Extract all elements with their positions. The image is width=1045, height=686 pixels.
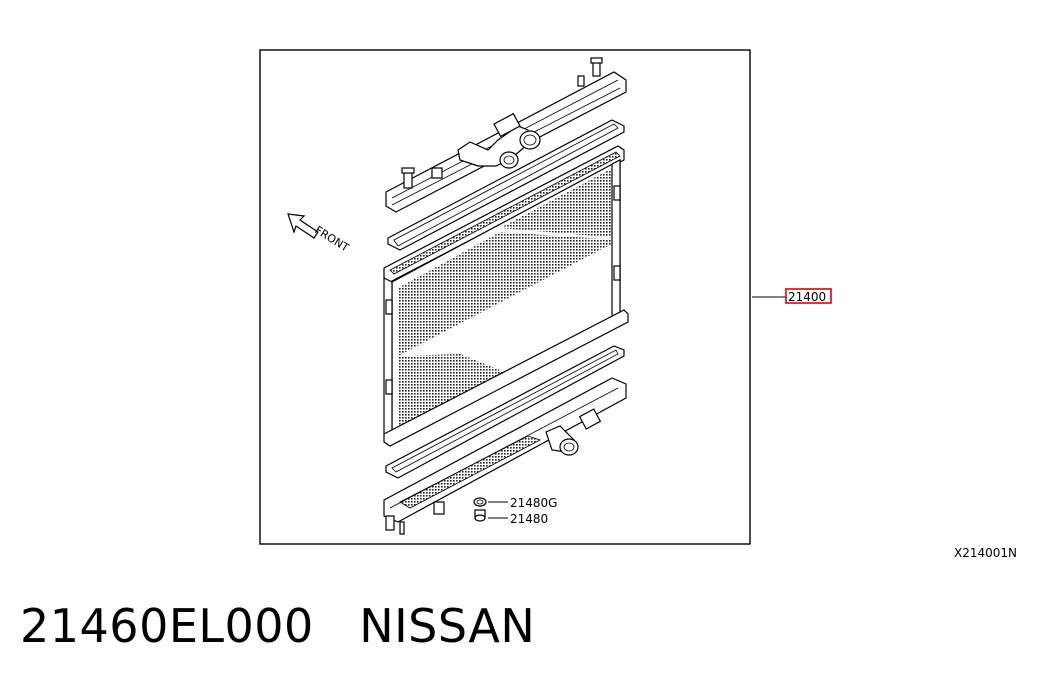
callout-highlight-box xyxy=(785,288,832,304)
part-number: 21460EL000 xyxy=(20,599,314,653)
figure-code: X214001N xyxy=(954,546,1017,560)
upper-tank xyxy=(385,57,627,213)
diagram-frame xyxy=(259,49,751,545)
front-arrow-icon xyxy=(287,213,319,239)
callout-drain-packing[interactable]: 21480G xyxy=(510,496,557,510)
upper-gasket xyxy=(387,119,625,251)
lower-tank xyxy=(383,377,627,535)
drain-plug xyxy=(474,509,486,522)
brand-name: NISSAN xyxy=(359,599,536,653)
drain-packing xyxy=(473,497,487,507)
radiator-core xyxy=(383,145,629,447)
front-label: FRONT xyxy=(312,224,351,255)
lower-gasket xyxy=(385,345,625,479)
caption-gap xyxy=(314,599,359,653)
callout-radiator-assy[interactable]: 21400 xyxy=(788,290,826,304)
part-caption: 21460EL000 NISSAN xyxy=(20,598,535,654)
callout-drain-plug[interactable]: 21480 xyxy=(510,512,548,526)
